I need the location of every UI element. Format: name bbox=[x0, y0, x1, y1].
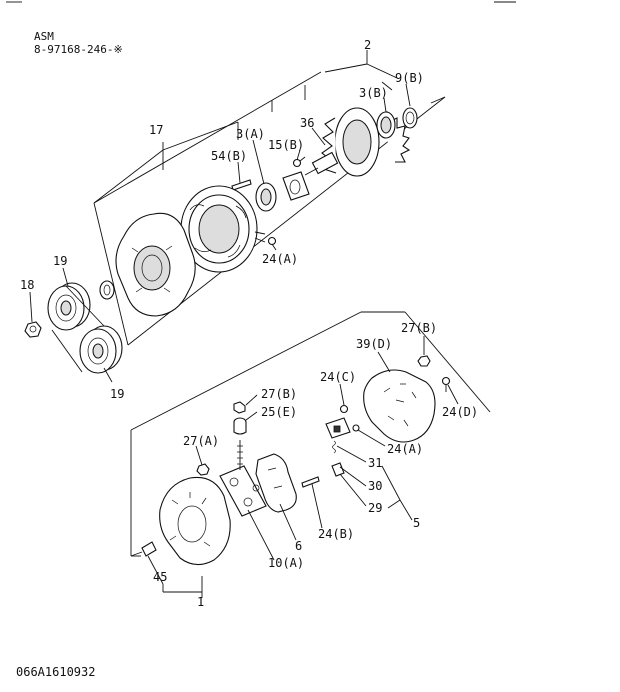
callout-6: 6 bbox=[295, 539, 302, 553]
bearing-retainer-plate bbox=[282, 171, 310, 201]
callout-1: 1 bbox=[197, 595, 204, 609]
callout-19-top: 19 bbox=[53, 254, 67, 268]
plate-screw bbox=[292, 156, 306, 168]
brush-holder-bolt bbox=[301, 476, 320, 488]
lower-group-outline bbox=[130, 311, 491, 557]
callout-27b-right: 27(B) bbox=[401, 321, 437, 335]
rear-frame-gasket bbox=[130, 541, 157, 557]
rectifier bbox=[219, 465, 267, 517]
callout-24d: 24(D) bbox=[442, 405, 478, 419]
pulley-nut bbox=[24, 321, 42, 338]
callout-3b: 3(B) bbox=[359, 86, 388, 100]
callout-30: 30 bbox=[368, 479, 382, 493]
brush-spring bbox=[332, 440, 336, 454]
callout-54b: 54(B) bbox=[211, 149, 247, 163]
stud-bolt bbox=[231, 179, 252, 191]
callout-31: 31 bbox=[368, 456, 382, 470]
callout-24a-top: 24(A) bbox=[262, 252, 298, 266]
callout-15b: 15(B) bbox=[268, 138, 304, 152]
rectifier-terminal-stud bbox=[237, 440, 243, 470]
front-bearing bbox=[255, 182, 277, 212]
callout-29: 29 bbox=[368, 501, 382, 515]
rotor-bearing bbox=[376, 111, 396, 139]
front-spacer bbox=[99, 280, 115, 300]
callout-39d: 39(D) bbox=[356, 337, 392, 351]
callout-36: 36 bbox=[300, 116, 314, 130]
rear-frame bbox=[159, 476, 231, 566]
callout-2: 2 bbox=[364, 38, 371, 52]
callout-3a: 3(A) bbox=[236, 127, 265, 141]
callout-25e: 25(E) bbox=[261, 405, 297, 419]
cover-screw-right bbox=[441, 376, 451, 392]
rotor-seal-ring bbox=[402, 107, 418, 129]
callout-10a: 10(A) bbox=[268, 556, 304, 570]
callout-27b-mid: 27(B) bbox=[261, 387, 297, 401]
callout-27a: 27(A) bbox=[183, 434, 219, 448]
callout-9b: 9(B) bbox=[395, 71, 424, 85]
assembly-label: ASM bbox=[34, 30, 54, 43]
terminal-insulator bbox=[233, 417, 247, 435]
assembly-part-number: 8-97168-246-※ bbox=[34, 43, 123, 56]
callout-18: 18 bbox=[20, 278, 34, 292]
front-housing bbox=[115, 212, 196, 317]
leader-lines bbox=[29, 50, 459, 598]
callout-17: 17 bbox=[149, 123, 163, 137]
stator-screw bbox=[267, 236, 277, 246]
callout-5: 5 bbox=[413, 516, 420, 530]
regulator-screw bbox=[352, 424, 360, 432]
brush bbox=[331, 462, 345, 477]
callout-45: 45 bbox=[153, 570, 167, 584]
rear-cover bbox=[363, 369, 436, 443]
callout-24c: 24(C) bbox=[320, 370, 356, 384]
pulley-upper bbox=[47, 282, 91, 331]
callout-19-bottom: 19 bbox=[110, 387, 124, 401]
regulator bbox=[325, 417, 351, 439]
callout-24b: 24(B) bbox=[318, 527, 354, 541]
terminal-nut bbox=[233, 401, 246, 414]
stator-assembly bbox=[180, 185, 266, 273]
brush-holder bbox=[255, 453, 297, 513]
callout-24a-mid: 24(A) bbox=[387, 442, 423, 456]
rear-frame-nut bbox=[196, 463, 210, 476]
terminal-bolt bbox=[339, 404, 349, 414]
pulley-lower bbox=[79, 325, 123, 374]
drawing-code: 066A1610932 bbox=[16, 665, 95, 679]
cover-nut-upper bbox=[417, 355, 431, 367]
